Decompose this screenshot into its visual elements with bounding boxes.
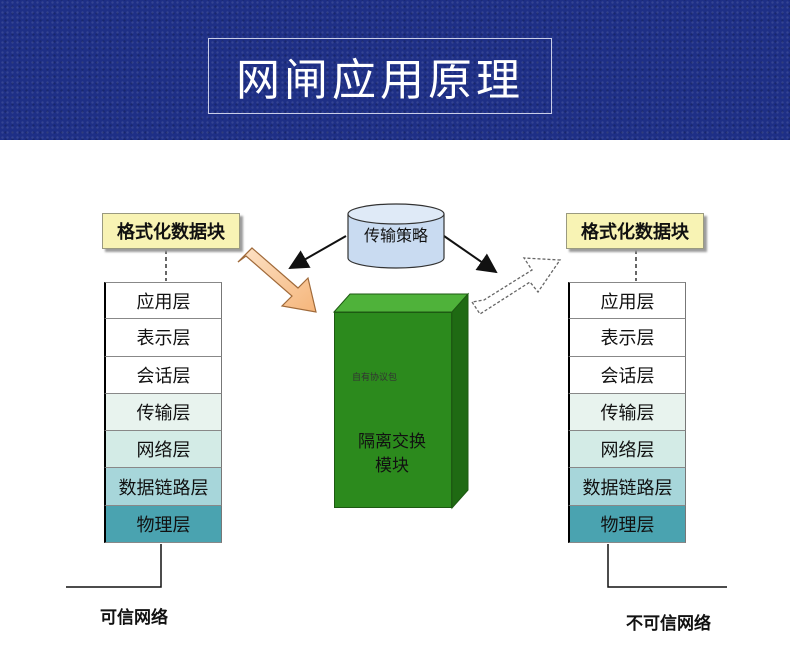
right-network-line xyxy=(607,544,727,588)
module-label: 隔离交换 模块 xyxy=(336,430,448,478)
left-layer: 应用层 xyxy=(104,282,222,320)
module-label-line1: 隔离交换 xyxy=(358,432,426,452)
left-layer: 数据链路层 xyxy=(104,468,222,506)
module-top-face xyxy=(332,293,470,313)
left-layer: 表示层 xyxy=(104,319,222,357)
title-box: 网闸应用原理 xyxy=(208,38,552,114)
left-layer: 网络层 xyxy=(104,431,222,469)
policy-arrow-right xyxy=(443,235,498,274)
policy-arrow-left xyxy=(288,235,347,269)
right-layer: 应用层 xyxy=(568,282,686,320)
left-format-block-label: 格式化数据块 xyxy=(117,222,225,243)
left-protocol-stack: 应用层 表示层 会话层 传输层 网络层 数据链路层 物理层 xyxy=(104,282,222,544)
trusted-network-label: 可信网络 xyxy=(100,608,168,628)
module-side-face xyxy=(451,292,469,510)
page-title: 网闸应用原理 xyxy=(236,55,524,106)
right-layer: 会话层 xyxy=(568,356,686,394)
left-layer: 物理层 xyxy=(104,505,222,544)
left-format-block: 格式化数据块 xyxy=(102,213,240,249)
transfer-policy-label: 传输策略 xyxy=(363,226,428,245)
isolation-exchange-module xyxy=(334,312,452,508)
left-network-line xyxy=(66,544,162,588)
right-layer: 物理层 xyxy=(568,505,686,544)
right-layer: 网络层 xyxy=(568,431,686,469)
right-layer: 表示层 xyxy=(568,319,686,357)
left-layer: 会话层 xyxy=(104,356,222,394)
untrusted-network-label: 不可信网络 xyxy=(626,614,711,634)
policy-cylinder xyxy=(347,203,445,269)
module-label-line2: 模块 xyxy=(375,456,409,476)
left-layer: 传输层 xyxy=(104,393,222,432)
right-format-block-label: 格式化数据块 xyxy=(581,222,689,243)
inbound-arrow xyxy=(237,247,317,313)
protocol-doc-label: 自有协议包 xyxy=(352,373,398,383)
right-format-block: 格式化数据块 xyxy=(566,213,704,249)
right-protocol-stack: 应用层 表示层 会话层 传输层 网络层 数据链路层 物理层 xyxy=(568,282,686,544)
header-banner xyxy=(0,0,790,140)
right-layer: 传输层 xyxy=(568,393,686,432)
right-layer: 数据链路层 xyxy=(568,468,686,506)
outbound-arrow xyxy=(470,257,562,315)
